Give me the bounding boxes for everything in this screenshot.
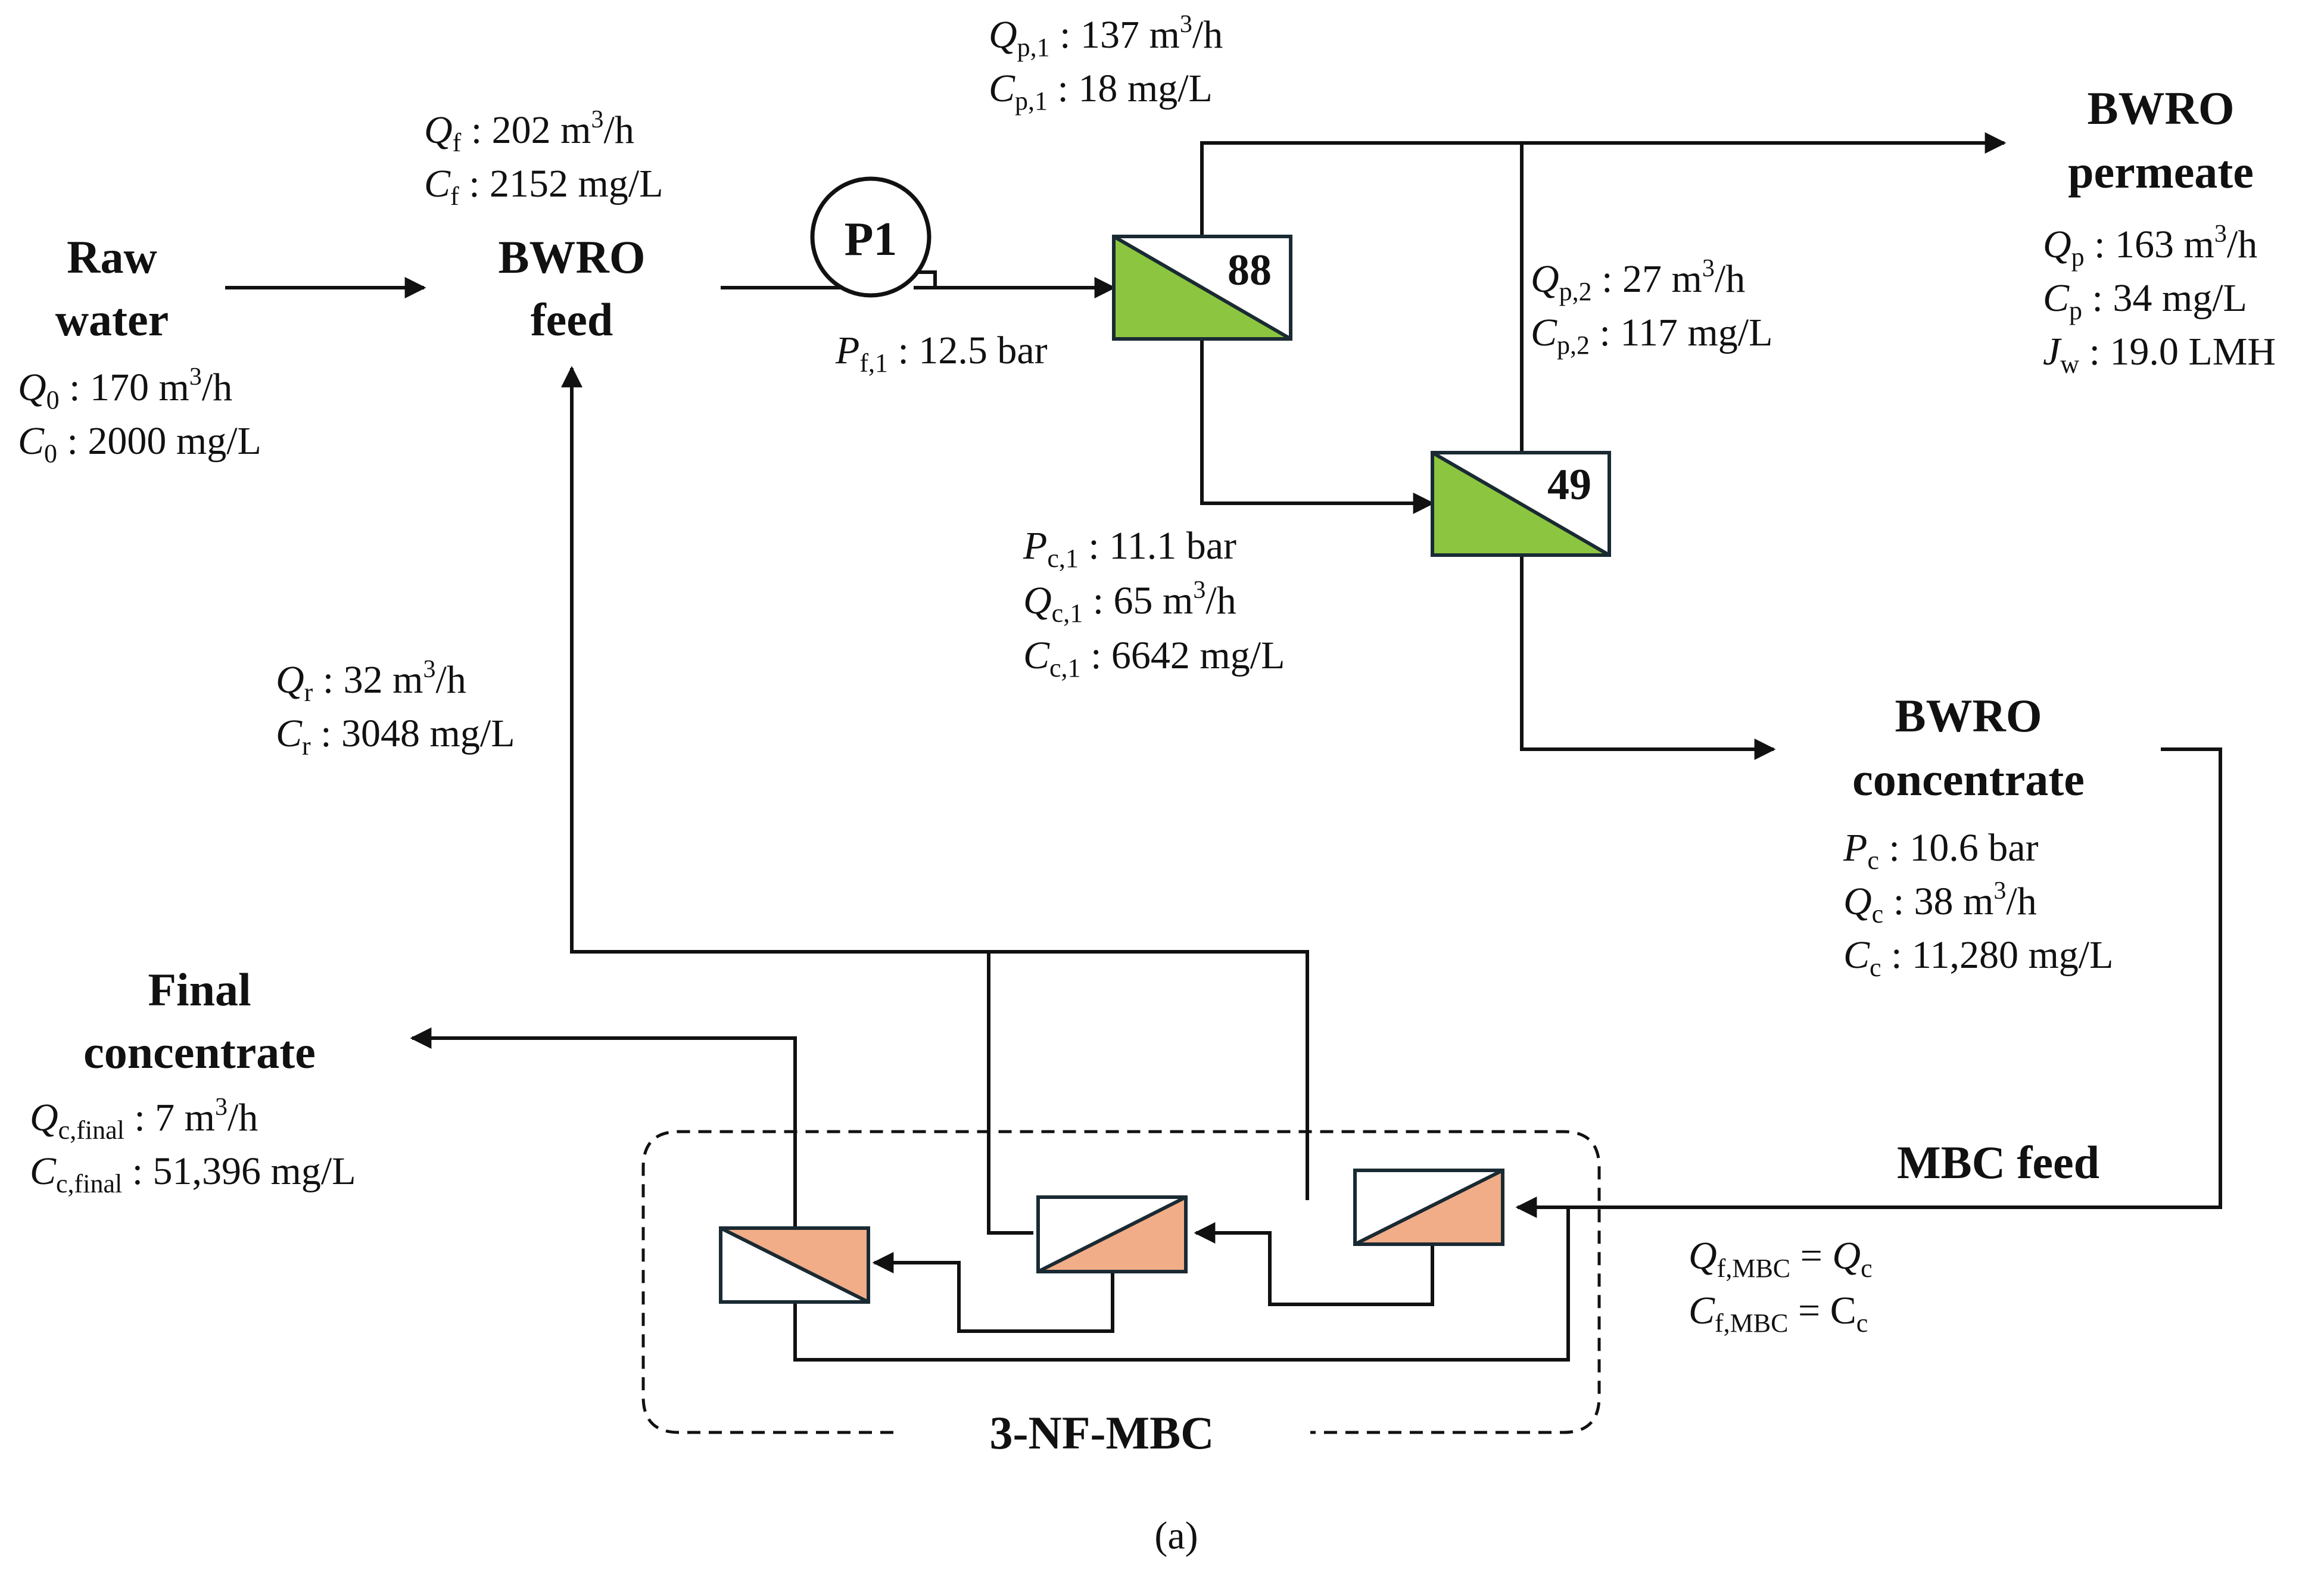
bwro-permeate-title-2: permeate (2068, 146, 2254, 198)
recycle-block: Qr : 32 m3/h Cr : 3048 mg/L (276, 656, 515, 761)
bwro-concentrate-title-2: concentrate (1852, 753, 2085, 805)
mbc-feed-conc: Cf,MBC = Cc (1689, 1289, 1868, 1338)
bwro-permeate-flow: Qp : 163 m3/h (2043, 220, 2257, 272)
concentrate-to-mbc-arrow (1515, 747, 2222, 1218)
nf2-permeate-line (987, 952, 1033, 1235)
nf3-concentrate-line (1194, 1222, 1434, 1306)
bwro-concentrate-block: BWRO concentrate Pc : 10.6 bar Qc : 38 m… (1843, 690, 2113, 982)
mbc-feed-title: MBC feed (1897, 1136, 2099, 1188)
bwro-feed-title-2: feed (531, 294, 613, 345)
bwro-permeate-block: BWRO permeate Qp : 163 m3/h Cp : 34 mg/L… (2043, 82, 2276, 379)
recycle-conc: Cr : 3048 mg/L (276, 712, 515, 761)
mbc-feed-flow: Qf,MBC = Qc (1689, 1234, 1873, 1283)
bwro-concentrate-flow: Qc : 38 m3/h (1843, 877, 2037, 929)
stage2-permeate-conc: Cp,2 : 117 mg/L (1531, 311, 1772, 360)
final-concentrate-title-2: concentrate (83, 1026, 316, 1078)
bwro-feed-flow: Qf : 202 m3/h (424, 106, 634, 157)
pump-body (810, 176, 932, 298)
recycle-to-feed-arrow (561, 366, 1309, 1200)
raw-water-title-2: water (55, 294, 169, 345)
bwro-feed-title: BWRO (498, 231, 645, 283)
nf2-concentrate-line (872, 1252, 1114, 1333)
bwro-permeate-title: BWRO (2087, 82, 2234, 134)
pump-pressure: Pf,1 : 12.5 bar (835, 329, 1048, 378)
stage1-concentrate-conc: Cc,1 : 6642 mg/L (1023, 634, 1285, 683)
bwro-permeate-flux: Jw : 19.0 LMH (2043, 330, 2276, 379)
stage1-concentrate-arrow (1200, 339, 1435, 514)
raw-water-block: Raw water Q0 : 170 m3/h C0 : 2000 mg/L (18, 231, 261, 468)
stage1-concentrate-flow: Qc,1 : 65 m3/h (1023, 577, 1236, 628)
final-concentrate-arrow (410, 1027, 797, 1228)
bwro-concentrate-conc: Cc : 11,280 mg/L (1843, 933, 2113, 982)
bwro-stage2-vessel: 49 (1431, 451, 1611, 557)
bwro-feed-conc: Cf : 2152 mg/L (424, 162, 663, 211)
raw-water-conc: C0 : 2000 mg/L (18, 419, 261, 468)
bwro-concentrate-title: BWRO (1895, 690, 2042, 742)
stage1-number: 88 (1228, 246, 1272, 295)
recycle-flow: Qr : 32 m3/h (276, 656, 466, 707)
nf-module-3 (1353, 1169, 1504, 1246)
stage1-permeate-conc: Cp,1 : 18 mg/L (989, 67, 1213, 116)
pump-p1: P1 (810, 176, 937, 298)
permeate-header-arrow (1200, 132, 2007, 238)
nf-module-1 (719, 1226, 870, 1304)
stage1-concentrate-pressure: Pc,1 : 11.1 bar (1023, 524, 1236, 573)
final-concentrate-flow: Qc,final : 7 m3/h (30, 1094, 258, 1145)
bwro-stage1-vessel: 88 (1112, 235, 1292, 341)
nf-module-2 (1036, 1195, 1188, 1273)
final-concentrate-title: Final (148, 964, 251, 1015)
mbc-enclosure: 3-NF-MBC (641, 1130, 1601, 1459)
mbc-feed-block: MBC feed Qf,MBC = Qc Cf,MBC = Cc (1689, 1136, 2099, 1338)
pump-icon (914, 270, 937, 289)
pump-label: P1 (845, 213, 898, 266)
mbc-group-title: 3-NF-MBC (990, 1407, 1214, 1459)
stage2-permeate-block: Qp,2 : 27 m3/h Cp,2 : 117 mg/L (1531, 255, 1772, 360)
bwro-concentrate-pressure: Pc : 10.6 bar (1843, 826, 2038, 875)
stage2-number: 49 (1547, 460, 1591, 509)
stage2-permeate-flow: Qp,2 : 27 m3/h (1531, 255, 1745, 306)
bwro-permeate-conc: Cp : 34 mg/L (2043, 276, 2247, 325)
raw-water-flow: Q0 : 170 m3/h (18, 363, 232, 415)
figure-caption: (a) (1154, 1514, 1198, 1557)
final-concentrate-block: Final concentrate Qc,final : 7 m3/h Cc,f… (30, 964, 356, 1198)
raw-water-title: Raw (67, 231, 157, 283)
stage2-concentrate-arrow (1520, 557, 1776, 760)
final-concentrate-conc: Cc,final : 51,396 mg/L (30, 1150, 356, 1198)
stage1-concentrate-block: Pc,1 : 11.1 bar Qc,1 : 65 m3/h Cc,1 : 66… (1023, 524, 1285, 683)
stage1-permeate-block: Qp,1 : 137 m3/h Cp,1 : 18 mg/L (989, 11, 1223, 116)
stage1-permeate-flow: Qp,1 : 137 m3/h (989, 11, 1223, 62)
bwro-feed-block: Qf : 202 m3/h Cf : 2152 mg/L BWRO feed (424, 106, 663, 345)
flow-lines (225, 132, 2222, 1362)
nf1-concentrate-return-line (793, 1207, 1570, 1362)
